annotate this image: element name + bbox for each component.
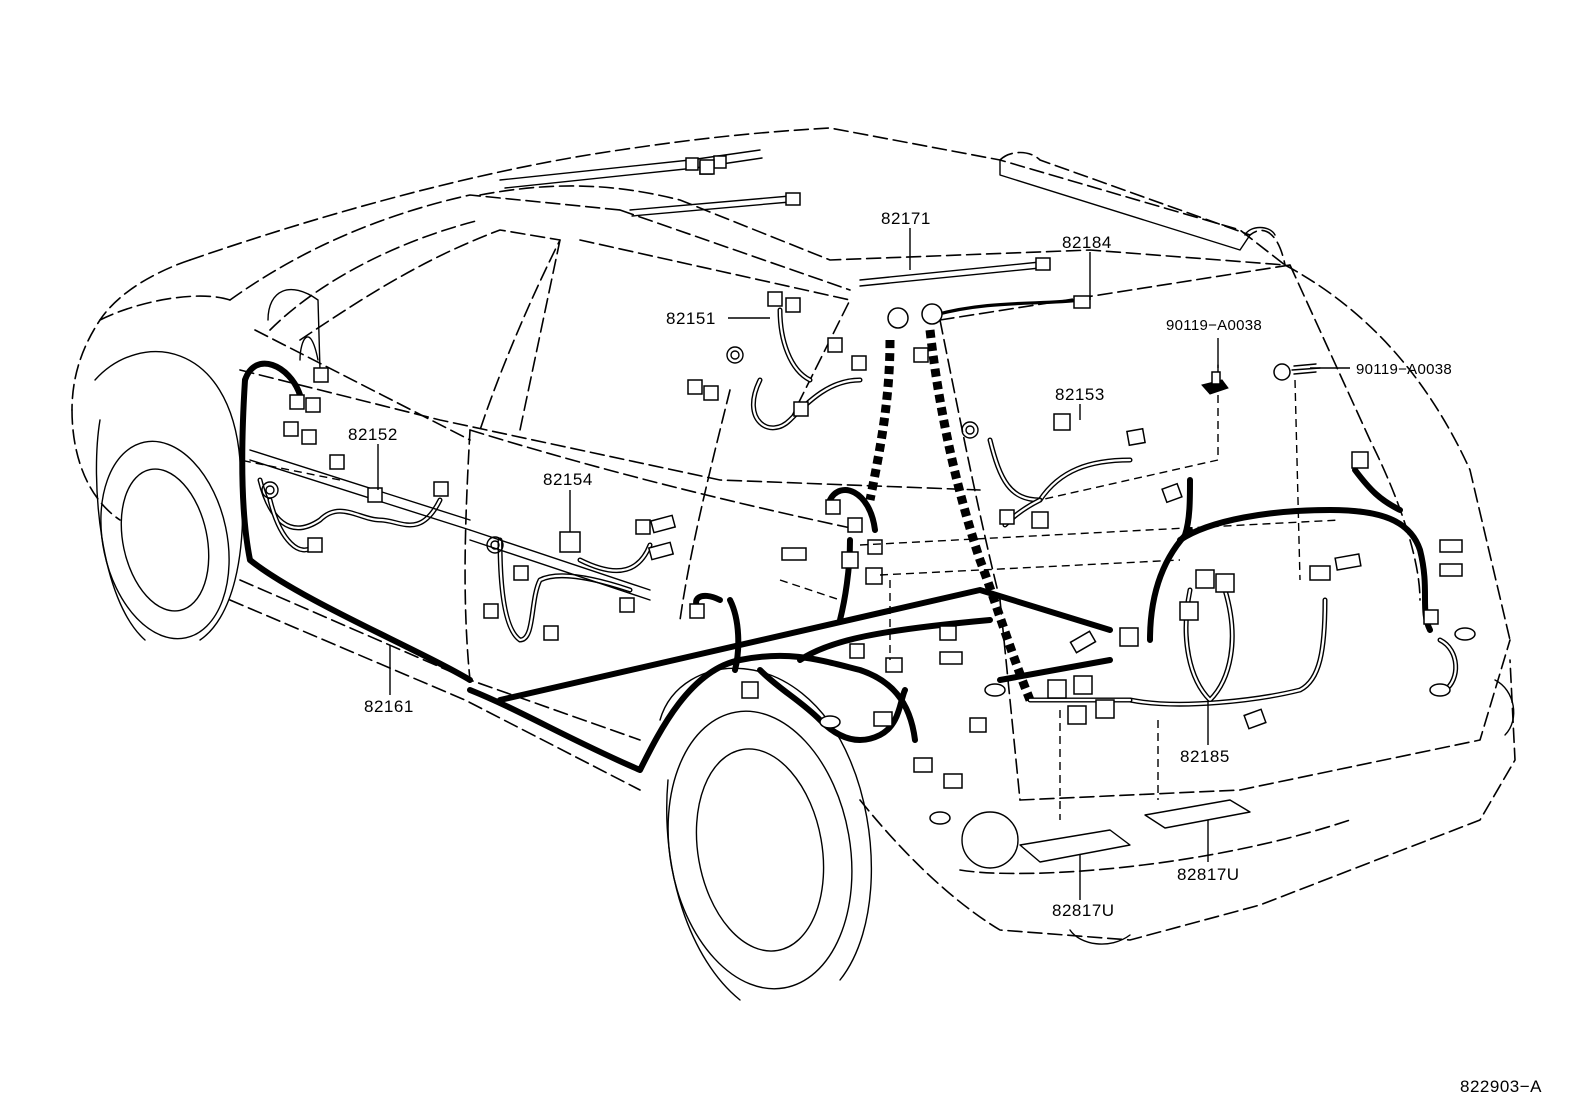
leader-lines bbox=[239, 228, 1350, 900]
roof-connector bbox=[785, 192, 801, 206]
label-90119-a0038-upper: 90119−A0038 bbox=[1166, 317, 1262, 334]
roof-connector bbox=[713, 155, 727, 169]
figure-id: 822903−A bbox=[1460, 1077, 1542, 1096]
bolt-icon bbox=[1273, 363, 1321, 381]
bolt-icon bbox=[1201, 364, 1229, 395]
label-82185: 82185 bbox=[1180, 747, 1230, 766]
roof-connector bbox=[685, 157, 699, 171]
connectors bbox=[283, 159, 1463, 789]
roof-connector bbox=[1035, 257, 1051, 271]
label-82171: 82171 bbox=[881, 209, 931, 228]
label-90119-a0038-side: 90119−A0038 bbox=[1356, 361, 1452, 378]
part-labels: 82171 82184 82151 90119−A0038 90119−A003… bbox=[348, 209, 1542, 1096]
label-82184: 82184 bbox=[1062, 233, 1112, 252]
label-82151: 82151 bbox=[666, 309, 716, 328]
roof-connector bbox=[1073, 295, 1091, 309]
front-door-wire-harness bbox=[249, 289, 471, 553]
roof-wire-harness bbox=[499, 149, 1051, 287]
label-82817u-right: 82817U bbox=[1177, 865, 1240, 884]
label-82817u-left: 82817U bbox=[1052, 901, 1115, 920]
pillar-wire-harness bbox=[865, 295, 1091, 702]
label-82161: 82161 bbox=[364, 697, 414, 716]
label-82153: 82153 bbox=[1055, 385, 1105, 404]
vehicle-body-outline bbox=[71, 127, 1516, 1001]
rear-wire-harness bbox=[1027, 467, 1459, 707]
rear-door-wire-harness bbox=[469, 529, 653, 643]
label-82152: 82152 bbox=[348, 425, 398, 444]
label-82154: 82154 bbox=[543, 470, 593, 489]
grommets bbox=[261, 346, 1476, 825]
